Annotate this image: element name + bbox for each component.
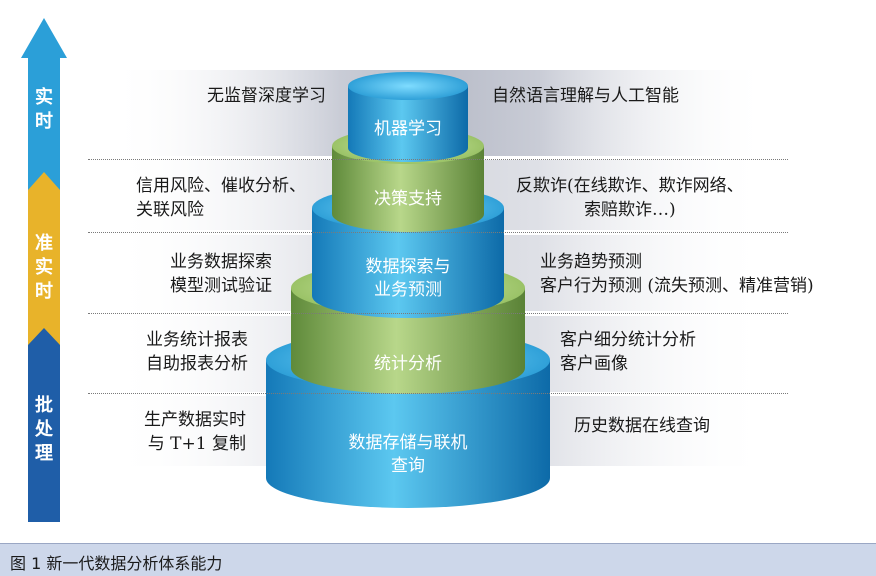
layer-label-4: 统计分析 (374, 354, 442, 374)
figure-caption: 图 1 新一代数据分析体系能力 (10, 554, 223, 573)
left-desc-4: 业务统计报表 自助报表分析 (146, 330, 248, 374)
layer-label-1: 机器学习 (374, 119, 442, 139)
left-desc-5: 生产数据实时 与 T+1 复制 (144, 410, 246, 454)
arrow-label-realtime: 实 时 (35, 87, 53, 132)
right-desc-1: 自然语言理解与人工智能 (492, 86, 679, 106)
layer-label-2: 决策支持 (374, 189, 442, 209)
separator-1 (88, 159, 788, 160)
right-desc-3: 业务趋势预测 客户行为预测 (流失预测、精准营销) (540, 252, 814, 296)
arrow-segment-batch (28, 328, 60, 522)
separator-2 (88, 232, 788, 233)
cylinder-1 (348, 72, 468, 162)
arrow-segment-realtime (21, 18, 67, 190)
pyramid-diagram (21, 18, 770, 522)
time-arrow (21, 18, 67, 522)
left-desc-3: 业务数据探索 模型测试验证 (170, 252, 272, 296)
layer-label-5: 数据存储与联机 查询 (348, 433, 468, 476)
arrow-segment-near-realtime (28, 172, 60, 345)
separator-3 (88, 313, 788, 314)
layer-label-3: 数据探索与 业务预测 (365, 257, 451, 300)
left-desc-1: 无监督深度学习 (207, 86, 326, 106)
caption-bar: 图 1 新一代数据分析体系能力 (0, 543, 876, 576)
right-desc-4: 客户细分统计分析 客户画像 (560, 330, 696, 374)
right-desc-5: 历史数据在线查询 (574, 416, 710, 436)
right-desc-2: 反欺诈(在线欺诈、欺诈网络、 索赔欺诈…) (516, 176, 744, 220)
arrow-label-near-realtime: 准 实 时 (35, 233, 53, 302)
separator-4 (88, 393, 788, 394)
arrow-label-batch: 批 处 理 (35, 395, 53, 464)
left-desc-2: 信用风险、催收分析、 关联风险 (136, 176, 306, 220)
